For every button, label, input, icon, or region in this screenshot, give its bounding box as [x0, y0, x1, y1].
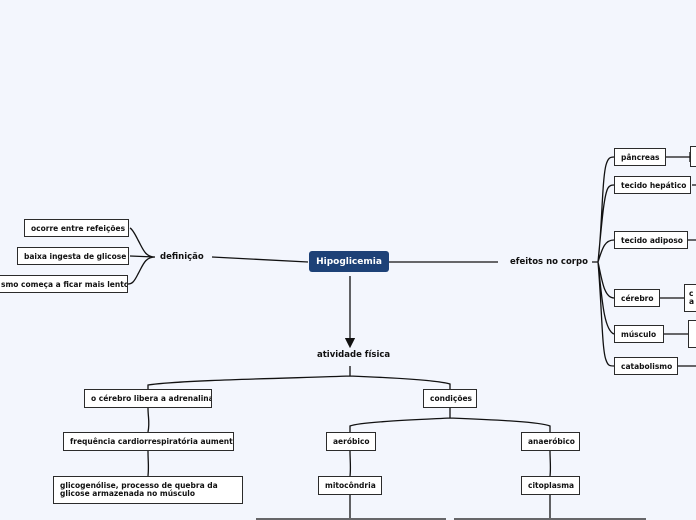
link-definicao-items — [127, 227, 156, 285]
efeitos-item-tecido-hepatico[interactable]: tecido hepático — [614, 176, 691, 194]
cerebro-child-box[interactable]: c a — [684, 284, 696, 312]
efeitos-item-pancreas[interactable]: pâncreas — [614, 148, 666, 166]
definicao-item-refeicoes[interactable]: ocorre entre refeições — [24, 219, 129, 237]
aerobico-node[interactable]: aeróbico — [326, 432, 376, 451]
pancreas-child-box[interactable] — [690, 146, 696, 167]
efeitos-label[interactable]: efeitos no corpo — [510, 257, 588, 267]
atividade-label[interactable]: atividade física — [317, 350, 391, 360]
anaerobico-node[interactable]: anaeróbico — [521, 432, 580, 451]
citoplasma-node[interactable]: citoplasma — [521, 476, 580, 495]
mitocondria-node[interactable]: mitocôndria — [318, 476, 382, 495]
link-efeitos-items — [592, 156, 615, 367]
frequencia-node[interactable]: frequência cardiorrespiratória aumenta — [63, 432, 234, 451]
efeitos-item-musculo[interactable]: músculo — [614, 325, 664, 343]
efeitos-item-tecido-adiposo[interactable]: tecido adiposo — [614, 231, 688, 249]
definicao-item-ingesta[interactable]: baixa ingesta de glicose — [17, 247, 129, 265]
musculo-child-box[interactable] — [688, 320, 696, 348]
definicao-label[interactable]: definição — [160, 252, 204, 262]
link-root-definicao — [211, 256, 309, 263]
link-atividade-split — [147, 366, 451, 389]
glicogenolise-node[interactable]: glicogenólise, processo de quebra da gli… — [53, 476, 243, 504]
efeitos-item-cerebro[interactable]: cérebro — [614, 289, 660, 307]
root-topic[interactable]: Hipoglicemia — [309, 251, 389, 272]
definicao-item-lento[interactable]: smo começa a ficar mais lento — [0, 275, 128, 293]
efeitos-item-catabolismo[interactable]: catabolismo — [614, 357, 678, 375]
condicoes-node[interactable]: condições — [423, 389, 477, 408]
adrenalina-node[interactable]: o cérebro libera a adrenalina — [84, 389, 212, 408]
